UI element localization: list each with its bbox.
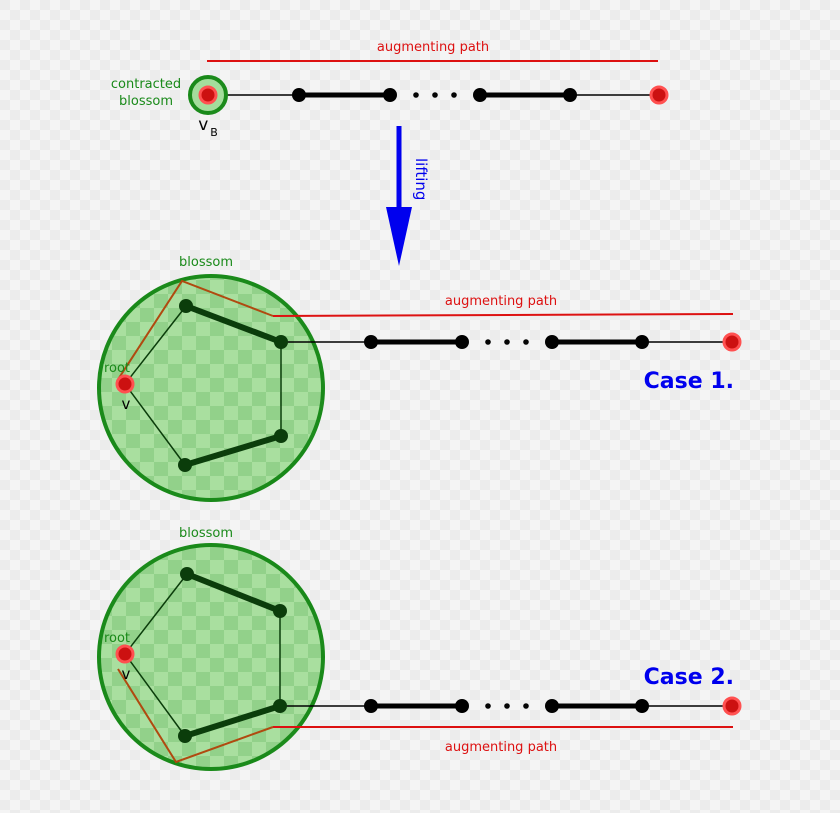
vertex (383, 88, 397, 102)
vertex (364, 335, 378, 349)
case-1-graph: blossom augmenting path root v Case 1 (97, 255, 742, 502)
contracted-blossom-label-line2: blossom (119, 94, 173, 109)
vertex (635, 699, 649, 713)
vertex (473, 88, 487, 102)
vertex (455, 335, 469, 349)
ellipsis-dots (485, 339, 529, 345)
blossom-vertex (273, 604, 287, 618)
blossom-vertex (274, 429, 288, 443)
vertex (563, 88, 577, 102)
root-vertex (115, 374, 135, 394)
root-label: root (104, 631, 130, 646)
ellipsis-dots (485, 703, 529, 709)
exposed-vertex (649, 85, 669, 105)
blossom-vertex (180, 567, 194, 581)
blossom-label: blossom (179, 526, 233, 541)
blossom-vertex (178, 729, 192, 743)
blossom-edge-matched (184, 703, 281, 739)
case-2-label: Case 2. (644, 665, 734, 690)
v-label: v (122, 665, 131, 683)
blossom-vertex (274, 335, 288, 349)
blossom-vertex (273, 699, 287, 713)
blossom-edge (124, 383, 186, 466)
blossom-edge-matched (184, 303, 283, 345)
blossom-vertex (179, 299, 193, 313)
augmenting-path-label: augmenting path (445, 740, 557, 755)
vertex (364, 699, 378, 713)
root-label: root (104, 361, 130, 376)
ellipsis-dots (413, 92, 457, 98)
lifting-arrow: lifting (386, 126, 430, 266)
v-label: v (122, 395, 131, 413)
blossom-edge (124, 305, 187, 385)
augmenting-path-label-top: augmenting path (377, 40, 489, 55)
blossom-circle (97, 274, 325, 502)
exposed-vertex (722, 696, 742, 716)
exposed-vertex (198, 85, 218, 105)
vertex (455, 699, 469, 713)
case-1-label: Case 1. (644, 369, 734, 394)
lifted-path-in-blossom (117, 668, 274, 764)
root-vertex (115, 644, 135, 664)
blossom-edge-matched (185, 571, 282, 614)
augmenting-path-line (272, 313, 734, 317)
blossom-edge (124, 653, 186, 737)
contracted-blossom-label-line1: contracted (111, 77, 181, 92)
blossom-label: blossom (179, 255, 233, 270)
augmenting-path-label: augmenting path (445, 294, 557, 309)
blossom-edge-matched (184, 433, 282, 468)
vertex (545, 699, 559, 713)
arrow-head (386, 207, 412, 266)
vertex (635, 335, 649, 349)
vertex (292, 88, 306, 102)
vertex (545, 335, 559, 349)
lifted-path-in-blossom (116, 279, 274, 382)
blossom-vertex (178, 458, 192, 472)
blossom-edge (124, 573, 188, 655)
exposed-vertex (722, 332, 742, 352)
case-2-graph: blossom augmenting path root v Case 2 (97, 526, 742, 771)
lifting-label: lifting (412, 158, 430, 200)
